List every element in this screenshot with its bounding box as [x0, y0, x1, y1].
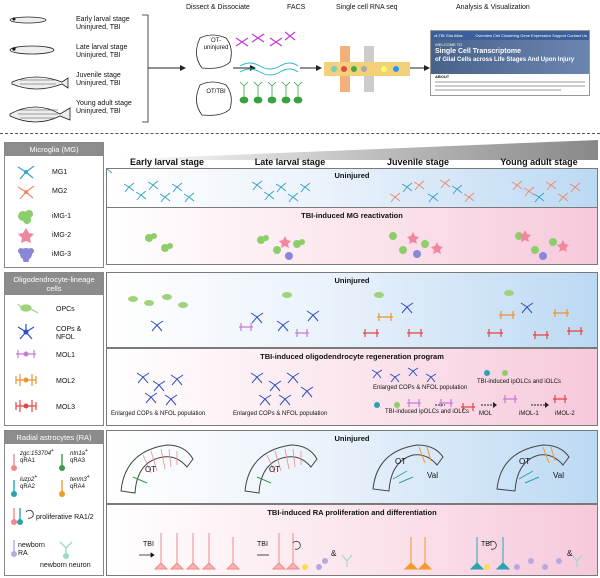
legend-img3: iMG-3 [52, 251, 72, 258]
legend-qra4: tenm3+qRA4 [70, 474, 90, 490]
oligo-title: Oligodendrocyte-lineage cells [5, 273, 103, 295]
website-navbar: zf-TBI Glia Atlas Overview Cell Clusteri… [431, 31, 589, 40]
legend-newborn-neuron: newborn neuron [40, 562, 91, 569]
label-mol: MOL [479, 411, 493, 417]
legend-mg1: MG1 [52, 169, 68, 176]
radial-uninjured-diagrams [120, 444, 570, 494]
header-early: Early larval stage [129, 157, 205, 167]
atlas-website-thumbnail[interactable]: zf-TBI Glia Atlas Overview Cell Clusteri… [430, 30, 590, 96]
val-label-1: Val [427, 471, 438, 480]
radial-uninjured-title: Uninjured [334, 434, 370, 443]
microglia-uninjured-title: Uninjured [334, 171, 370, 180]
ot-label-3: OT [395, 457, 407, 466]
microglia-tbi-title: TBI-induced MG reactivation [301, 211, 403, 220]
oligo-tbi-panel: TBI-induced oligodendrocyte regeneration… [106, 348, 598, 426]
zebrafish-icons [9, 16, 71, 123]
oligo-tbi-cells [136, 367, 567, 411]
legend-mol2: MOL2 [56, 378, 76, 385]
oligo-uninjured-panel: Uninjured [106, 272, 598, 348]
header-young-adult: Young adult stage [500, 157, 578, 167]
legend-mg2: MG2 [52, 188, 68, 195]
website-banner: WELCOME TO Single Cell Transcriptome of … [431, 40, 589, 74]
step-dissect: Dissect & Dissociate [186, 4, 250, 11]
ot-uninjured-label: OT- uninjured [203, 38, 229, 51]
legend-qra2: luzp2+qRA2 [20, 474, 38, 490]
tbi-arrow-label-1: TBI [143, 541, 154, 548]
label-enlarged-2: Enlarged COPs & NFOL population [233, 411, 328, 417]
radial-tbi-title: TBI-induced RA proliferation and differe… [267, 508, 437, 517]
oligo-legend: Oligodendrocyte-lineage cells [4, 272, 104, 426]
amp-1: & [331, 549, 337, 558]
tbi-arrow-label-3: TBI [481, 541, 492, 548]
radial-tbi-diagrams [139, 533, 583, 570]
label-imol1: iMOL-1 [519, 411, 539, 417]
microglia-uninjured-cells [107, 169, 581, 203]
microglia-title: Microglia (MG) [5, 143, 103, 156]
stage-wedge [108, 140, 598, 160]
legend-proliferative-ra: proliferative RA1/2 [36, 514, 94, 521]
oligo-uninjured-title: Uninjured [334, 276, 370, 285]
radial-title: Radial astrocytes (RA) [5, 431, 103, 444]
label-tbi-ipolc-1: TBI-induced ipOLCs and iOLCs [385, 409, 470, 415]
microglia-legend: Microglia (MG) [4, 142, 104, 268]
radial-tbi-panel: TBI-induced RA proliferation and differe… [106, 504, 598, 576]
step-scrnaseq: Single cell RNA seq [336, 4, 398, 11]
step-facs: FACS [287, 4, 306, 11]
legend-mol3: MOL3 [56, 404, 76, 411]
microglia-uninjured-panel: Uninjured [106, 168, 598, 208]
amp-2: & [567, 549, 573, 558]
step-analysis: Analysis & Visualization [456, 4, 530, 11]
legend-cops-nfol: COPs & NFOL [56, 326, 82, 341]
legend-img2: iMG-2 [52, 232, 72, 239]
legend-qra3: ntn1a+qRA3 [70, 448, 88, 464]
radial-uninjured-panel: Uninjured OT OT OT OT Val Val [106, 430, 598, 504]
legend-mol1: MOL1 [56, 352, 76, 359]
legend-newborn-ra: newborn RA [18, 542, 45, 557]
ot-tbi-label: OT/TBI [206, 89, 226, 95]
ot-label-4: OT [519, 457, 531, 466]
legend-opcs: OPCs [56, 306, 75, 313]
label-enlarged-3: Enlarged COPs & NFOL population [373, 385, 468, 391]
legend-qra1: zgc:153704+qRA1 [20, 448, 54, 464]
val-label-2: Val [553, 471, 564, 480]
workflow-arrows [142, 14, 430, 123]
header-juvenile: Juvenile stage [386, 157, 450, 167]
label-imol2: iMOL-2 [555, 411, 575, 417]
legend-img1: iMG-1 [52, 213, 72, 220]
section-divider [0, 133, 600, 134]
radial-legend-icons [11, 454, 73, 559]
label-tbi-ipolc-2: TBI-induced ipOLCs and iOLCs [477, 379, 562, 385]
microglia-tbi-panel: TBI-induced MG reactivation [106, 207, 598, 265]
radial-legend: Radial astrocytes (RA) [4, 430, 104, 576]
microglia-legend-icons [17, 165, 35, 262]
ot-label-2: OT [269, 465, 281, 474]
oligo-tbi-title: TBI-induced oligodendrocyte regeneration… [260, 352, 444, 361]
tbi-arrow-label-2: TBI [257, 541, 268, 548]
website-about: ABOUT [435, 74, 450, 79]
oligo-uninjured-cells [128, 290, 583, 339]
microglia-tbi-cells [145, 230, 569, 260]
label-enlarged-1: Enlarged COPs & NFOL population [111, 411, 206, 417]
ot-label-1: OT [145, 465, 157, 474]
header-late: Late larval stage [254, 157, 326, 167]
oligo-legend-icons [15, 303, 39, 412]
